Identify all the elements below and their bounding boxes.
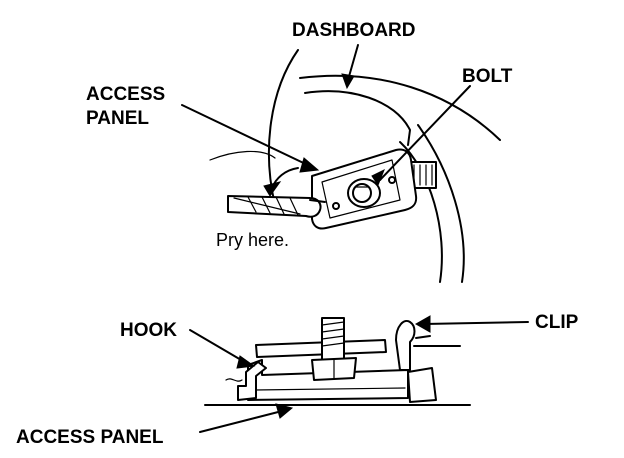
dashboard-outline <box>267 49 299 206</box>
screwdriver <box>227 195 326 218</box>
label-access-panel-bottom: ACCESS PANEL <box>16 427 164 448</box>
bolt-shaft <box>321 317 345 363</box>
dashboard-inner-contour <box>304 90 411 146</box>
cross-section-illustration <box>189 315 529 433</box>
dashboard-top-edge <box>299 74 501 141</box>
bolt-head <box>347 178 381 208</box>
dashboard-leader <box>347 44 359 81</box>
hook-shape <box>237 361 267 401</box>
label-access-panel-top-line1: ACCESS <box>86 84 165 105</box>
clip-leader <box>423 321 529 325</box>
access-panel-top-leader <box>181 104 315 169</box>
label-clip: CLIP <box>535 312 579 333</box>
hook-leader <box>189 329 249 365</box>
bolt-leader <box>379 85 471 181</box>
label-bolt: BOLT <box>462 66 513 87</box>
label-dashboard: DASHBOARD <box>292 20 416 41</box>
pry-direction-arrow <box>263 167 299 197</box>
dashboard-side-contour <box>399 141 443 283</box>
dashboard-lower-contour <box>209 150 276 161</box>
top-view-illustration <box>181 44 501 283</box>
label-pry-here: Pry here. <box>216 230 289 250</box>
label-hook: HOOK <box>120 320 177 341</box>
dashboard-side-contour-2 <box>417 124 465 283</box>
label-access-panel-top-line2: PANEL <box>86 108 149 129</box>
access-panel-bottom-leader <box>199 409 287 433</box>
clip-shape <box>395 320 416 371</box>
